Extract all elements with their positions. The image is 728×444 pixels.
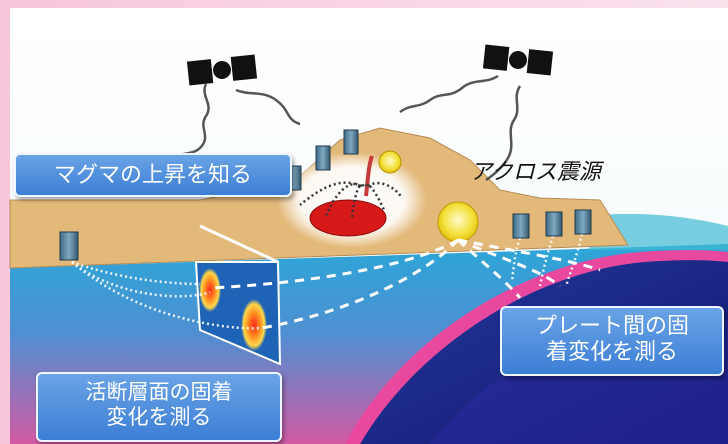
receiver-paths — [71, 233, 584, 330]
hill-source-icon — [378, 150, 402, 174]
fault-line — [199, 224, 279, 264]
fault-label-line2: 変化を測る — [106, 405, 212, 430]
satellite-icon — [186, 54, 258, 86]
fault-label-line1: 活断層面の固着 — [85, 380, 233, 404]
fault-coupling-label: 活断層面の固着 変化を測る — [36, 372, 282, 442]
magma-ray-fan — [299, 181, 404, 219]
across-source-label: アクロス震源 — [470, 160, 601, 185]
receiver-icon — [59, 129, 592, 261]
plate-label-line1: プレート間の固 — [534, 314, 689, 339]
fault-hotspot-2 — [241, 299, 267, 351]
wave-paths — [209, 238, 601, 330]
magma-label: マグマの上昇を知る — [14, 153, 292, 197]
satellite-icon-2 — [482, 44, 554, 76]
source-icon — [437, 201, 479, 243]
fault-hotspot-1 — [199, 268, 221, 312]
plate-coupling-label: プレート間の固 着変化を測る — [500, 306, 724, 376]
magma-label-text: マグマの上昇を知る — [53, 163, 252, 188]
plate-label-line2: 着変化を測る — [545, 340, 678, 366]
magma-conduit — [364, 155, 374, 197]
magma-chamber-icon — [309, 199, 387, 237]
